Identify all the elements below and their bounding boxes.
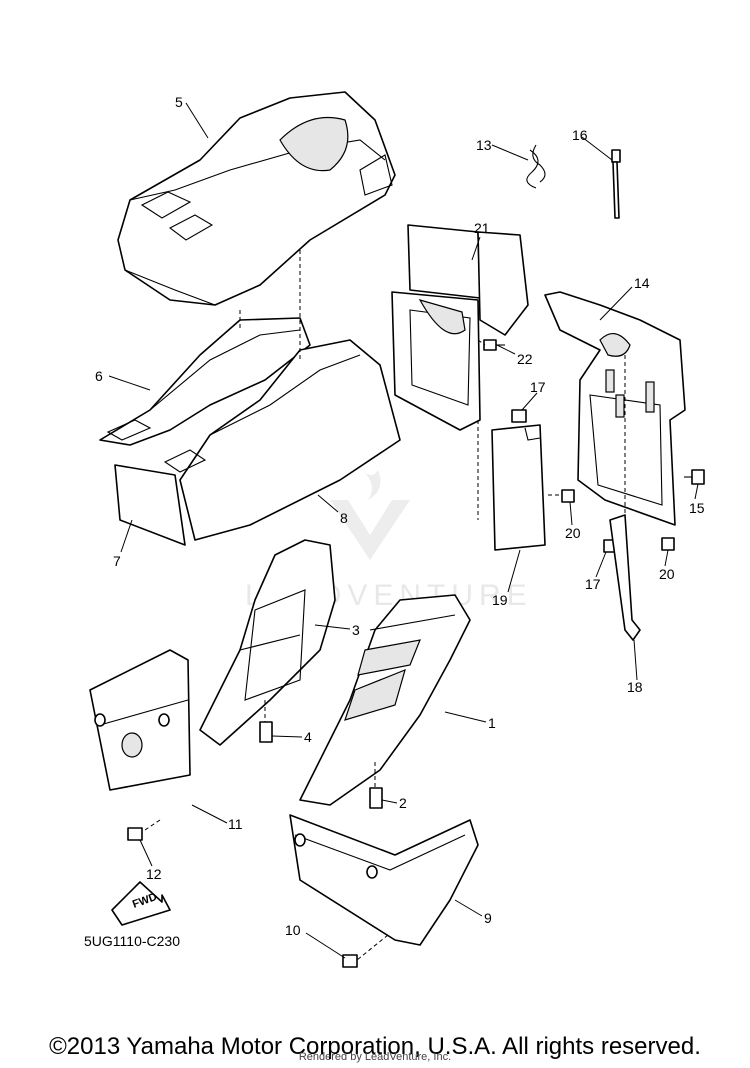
rendered-by-notice: Rendered by LeadVenture, Inc. (298, 1051, 452, 1063)
callout-11: 11 (228, 816, 243, 832)
part-10-bolt (342, 954, 358, 968)
callout-labels: 5 6 7 8 13 16 14 21 22 17 15 20 20 17 18… (95, 94, 705, 938)
callout-20-right: 20 (659, 566, 675, 582)
part-3-side-frame (199, 539, 336, 746)
callout-1: 1 (488, 715, 496, 731)
part-20-bolt-left (561, 489, 575, 503)
callout-12: 12 (146, 866, 162, 882)
leader-lines (108, 102, 699, 959)
callout-5: 5 (175, 94, 183, 110)
part-16-cable-tie (611, 149, 621, 219)
part-15-bolt (684, 469, 705, 485)
part-12-bolt (127, 827, 143, 841)
part-17-clip-upper (511, 409, 527, 423)
callout-18: 18 (627, 679, 643, 695)
diagram-part-code: 5UG1110-C230 (84, 933, 180, 949)
callout-8: 8 (340, 510, 348, 526)
callout-2: 2 (399, 795, 407, 811)
part-11-bracket (89, 649, 191, 791)
callout-17-upper: 17 (530, 379, 546, 395)
part-4-bolt (259, 721, 273, 743)
callout-9: 9 (484, 910, 492, 926)
part-20-bolt-right (661, 537, 675, 551)
callout-4: 4 (304, 729, 312, 745)
callout-16: 16 (572, 127, 588, 143)
fwd-arrow-icon: FWD (111, 881, 171, 926)
part-2-bolt (369, 787, 383, 809)
callout-14: 14 (634, 275, 650, 291)
part-1-side-panel (299, 594, 471, 806)
assembly-lines (141, 250, 626, 961)
part-5-top-cover (117, 91, 396, 306)
part-14-side-panel (544, 291, 686, 526)
callout-7: 7 (113, 553, 121, 569)
callout-22: 22 (517, 351, 533, 367)
part-19-bracket (491, 424, 546, 551)
callout-17-lower: 17 (585, 576, 601, 592)
part-21-box (391, 224, 529, 431)
callout-3: 3 (352, 622, 360, 638)
part-8-floor-panel (163, 339, 401, 541)
part-13-clip (526, 144, 546, 189)
callout-10: 10 (285, 922, 301, 938)
callout-19: 19 (492, 592, 508, 608)
callout-21: 21 (474, 220, 490, 236)
part-18-strap (609, 514, 641, 641)
copyright-notice: ©2013 Yamaha Motor Corporation, U.S.A. A… (49, 1033, 701, 1060)
part-7-front-flap (114, 464, 186, 546)
part-22-bolt (483, 339, 505, 351)
callout-20-left: 20 (565, 525, 581, 541)
callout-6: 6 (95, 368, 103, 384)
callout-13: 13 (476, 137, 492, 153)
part-9-lower-panel (289, 814, 479, 946)
callout-15: 15 (689, 500, 705, 516)
part-6-inner-panel (99, 317, 311, 446)
